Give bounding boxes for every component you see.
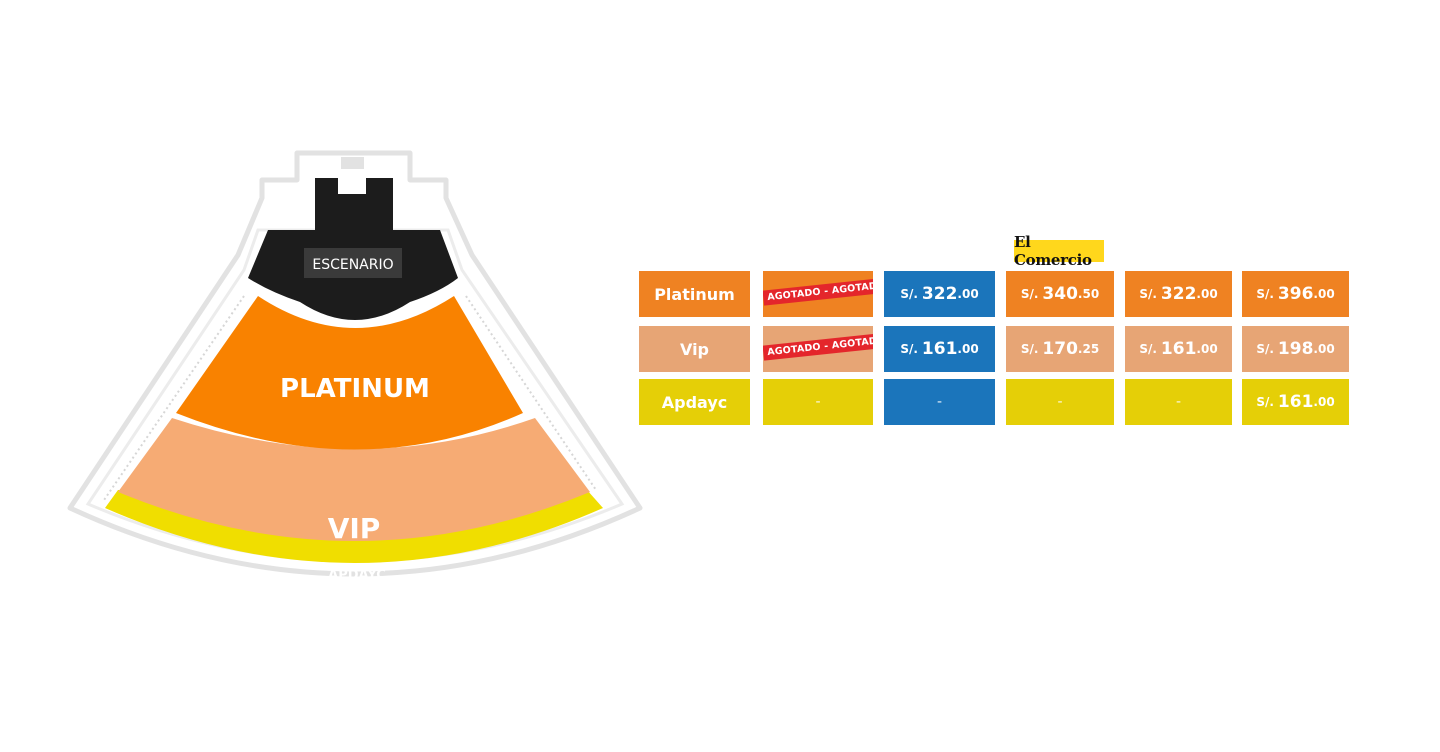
price-currency: S/. bbox=[1256, 287, 1274, 301]
row-label: Vip bbox=[639, 326, 750, 372]
row-label: Apdayc bbox=[639, 379, 750, 425]
price-dec: .00 bbox=[1196, 287, 1218, 301]
price-int: 198 bbox=[1277, 339, 1314, 359]
price-dec: .00 bbox=[1196, 342, 1218, 356]
price-int: 161 bbox=[1277, 392, 1314, 412]
price-cell: S/.170.25 bbox=[1006, 326, 1114, 372]
price-cell: S/.198.00 bbox=[1242, 326, 1349, 372]
price-currency: S/. bbox=[1020, 342, 1039, 356]
price-cell: S/.161.00 bbox=[1242, 379, 1349, 425]
dash: - bbox=[936, 394, 943, 410]
price-cell: S/.161.00 bbox=[1125, 326, 1232, 372]
price-dec: .00 bbox=[957, 287, 979, 301]
price-int: 170 bbox=[1042, 339, 1078, 359]
booth bbox=[341, 157, 364, 169]
empty-price-cell: - bbox=[1006, 379, 1114, 425]
soldout-stamp: AGOTADO - AGOTADO bbox=[763, 277, 873, 306]
stage-label-box bbox=[304, 248, 402, 278]
soldout-cell: AGOTADO - AGOTADO bbox=[763, 326, 873, 372]
zone-platinum bbox=[176, 296, 523, 450]
price-currency: S/. bbox=[1256, 342, 1274, 356]
price-cell: S/.322.00 bbox=[1125, 271, 1232, 317]
zone-platinum-label: PLATINUM bbox=[280, 374, 430, 404]
empty-price-cell: - bbox=[763, 379, 873, 425]
empty-price-cell: - bbox=[884, 379, 995, 425]
price-currency: S/. bbox=[1139, 342, 1157, 356]
dash: - bbox=[1175, 394, 1182, 410]
price-currency: S/. bbox=[900, 342, 918, 356]
price-cell: S/.340.50 bbox=[1006, 271, 1114, 317]
price-currency: S/. bbox=[900, 287, 918, 301]
price-dec: .50 bbox=[1077, 287, 1100, 301]
dash: - bbox=[815, 394, 821, 410]
price-int: 322 bbox=[921, 284, 958, 304]
price-dec: .25 bbox=[1077, 342, 1100, 356]
price-cell: S/.396.00 bbox=[1242, 271, 1349, 317]
empty-price-cell: - bbox=[1125, 379, 1232, 425]
price-cell: S/.161.00 bbox=[884, 326, 995, 372]
el-comercio-logo: El Comercio bbox=[1014, 233, 1104, 269]
price-dec: .00 bbox=[957, 342, 979, 356]
price-dec: .00 bbox=[1313, 287, 1335, 301]
row-label: Platinum bbox=[639, 271, 750, 317]
stage-label: ESCENARIO bbox=[312, 257, 393, 273]
price-int: 396 bbox=[1277, 284, 1314, 304]
price-int: 161 bbox=[921, 339, 958, 359]
price-dec: .00 bbox=[1313, 342, 1335, 356]
price-int: 340 bbox=[1042, 284, 1078, 304]
price-int: 161 bbox=[1160, 339, 1197, 359]
zone-vip-label: VIP bbox=[328, 512, 381, 545]
seat-map: ESCENARIO PLATINUM VIP APDAYC bbox=[67, 150, 643, 583]
price-cell: S/.322.00 bbox=[884, 271, 995, 317]
venue-outline bbox=[67, 150, 643, 577]
side-seat-ticks bbox=[103, 295, 597, 501]
soldout-cell: AGOTADO - AGOTADO bbox=[763, 271, 873, 317]
price-currency: S/. bbox=[1139, 287, 1157, 301]
price-currency: S/. bbox=[1020, 287, 1039, 301]
zone-apdayc-label: APDAYC bbox=[328, 568, 386, 583]
dash: - bbox=[1057, 394, 1063, 410]
soldout-stamp: AGOTADO - AGOTADO bbox=[763, 332, 873, 361]
zone-vip bbox=[118, 418, 590, 541]
price-dec: .00 bbox=[1313, 395, 1335, 409]
price-int: 322 bbox=[1160, 284, 1197, 304]
price-currency: S/. bbox=[1256, 395, 1274, 409]
